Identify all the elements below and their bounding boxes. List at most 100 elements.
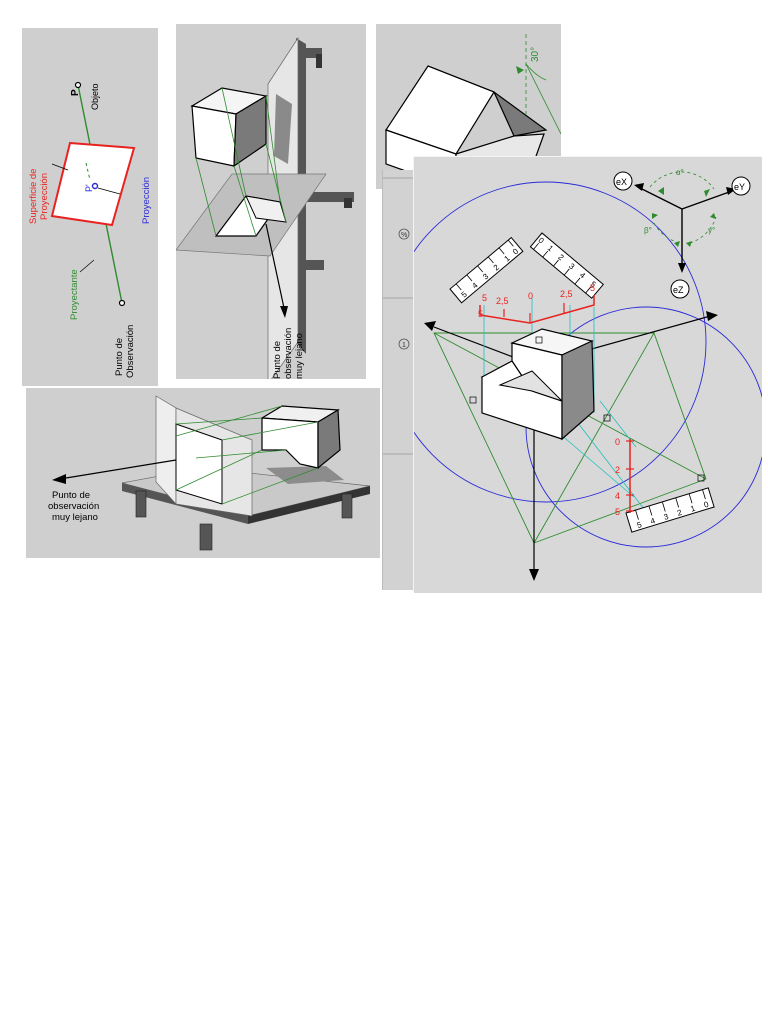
angle-label-beta: β° xyxy=(644,226,652,235)
axis-label-ex: eX xyxy=(616,177,627,187)
observation-label-line3: muy lejano xyxy=(294,333,305,379)
axis-label-ez: eZ xyxy=(673,285,684,295)
projected-shadow xyxy=(274,94,292,164)
observation-label-line1: Punto de xyxy=(52,490,90,501)
bracket-middle-post xyxy=(344,198,352,208)
projection-concept-panel: P Objeto Superficie de Proyección P' Pro… xyxy=(22,28,158,386)
mark-2: 1 xyxy=(402,342,406,349)
left-scale-1: 1 xyxy=(503,253,513,263)
bottom-scale-3: 3 xyxy=(663,512,670,522)
observation-label-line2: Observación xyxy=(125,325,136,378)
trace-line-2 xyxy=(653,332,707,480)
axis-gizmo: eX eY eZ α° β° γ° xyxy=(613,168,751,299)
angle-label-alpha: α° xyxy=(676,168,684,177)
projector-leader xyxy=(79,259,95,273)
bottom-scale-2: 2 xyxy=(676,508,683,518)
projector-lines xyxy=(195,87,287,237)
table-leg-1 xyxy=(135,490,147,518)
bottom-scale-5: 5 xyxy=(636,520,643,530)
axis-label-ey: eY xyxy=(734,182,745,192)
mark-circle-2 xyxy=(398,338,410,350)
left-scale-5: 5 xyxy=(460,289,470,299)
left-scale: 5 4 3 2 1 0 xyxy=(449,236,524,304)
axis-x-arrowhead xyxy=(424,321,436,331)
object-shadow xyxy=(266,466,344,484)
right-scale-5: 5 xyxy=(589,280,599,290)
projection-label: Proyección xyxy=(141,177,152,224)
vertical-red-5: 5 xyxy=(615,507,620,517)
observation-point xyxy=(118,299,126,307)
observation-arrow-shaft xyxy=(265,223,285,309)
red-label-right-5: 5 xyxy=(590,283,595,293)
surface-label-line1: Superficie de xyxy=(28,169,39,224)
object-label: Objeto xyxy=(90,83,100,110)
cube-front xyxy=(191,105,237,167)
observation-arrowhead xyxy=(280,306,288,318)
observation-label-line1: Punto de xyxy=(114,338,125,376)
bracket-middle xyxy=(306,192,354,202)
object-side xyxy=(317,408,341,470)
block-dark-top xyxy=(427,65,548,137)
point-p-label: P xyxy=(70,89,81,96)
angle-arrowhead xyxy=(516,66,524,74)
distant-observer-panel: Punto de observación muy lejano xyxy=(26,388,380,558)
object-front xyxy=(261,417,319,469)
red-label-left-5: 5 xyxy=(482,293,487,303)
observation-label-line2: observación xyxy=(48,501,99,512)
mark-circle-1 xyxy=(398,228,410,240)
bottom-scale-0: 0 xyxy=(703,500,710,510)
point-p-prime-label: P' xyxy=(84,184,94,192)
angle-arc xyxy=(525,63,547,81)
left-scale-3: 3 xyxy=(481,271,491,281)
right-scale-2: 2 xyxy=(556,253,566,263)
right-scale-3: 3 xyxy=(567,262,577,272)
angle-label: 30° xyxy=(530,47,541,62)
bracket-top-post xyxy=(316,54,322,68)
mark-1: % xyxy=(401,232,407,239)
object-side xyxy=(561,340,595,441)
projector-lines xyxy=(175,405,319,505)
observation-label-line1: Punto de xyxy=(272,341,283,379)
red-label-left-5b: 5 xyxy=(478,309,483,319)
right-scale-1: 1 xyxy=(546,244,556,254)
parallel-projection-panel: Punto de observación muy lejano xyxy=(176,24,366,379)
angle-line xyxy=(525,63,561,135)
surface-leader xyxy=(51,163,69,171)
red-label-right-25: 2,5 xyxy=(560,289,573,299)
surface-label-line2: Proyección xyxy=(39,173,50,220)
partial-side-panel: % 1 xyxy=(382,170,419,590)
table-leg-2 xyxy=(199,523,213,551)
bottom-scale-4: 4 xyxy=(649,516,656,526)
bracket-bottom xyxy=(302,260,324,270)
projector-label: Proyectante xyxy=(69,269,80,320)
left-scale-4: 4 xyxy=(470,280,480,290)
vertical-red-2: 2 xyxy=(615,465,620,475)
vertical-red-0: 0 xyxy=(615,437,620,447)
circle-left xyxy=(414,181,707,503)
red-label-left-25: 2,5 xyxy=(496,296,509,306)
projection-leader xyxy=(97,187,121,195)
axonometric-construction-panel: 5 4 3 2 1 0 0 1 2 3 4 5 xyxy=(414,157,762,593)
observation-arrowhead xyxy=(52,474,66,484)
angle-label-gamma: γ° xyxy=(708,226,715,235)
left-scale-0: 0 xyxy=(511,246,521,256)
bottom-scale-1: 1 xyxy=(689,504,696,514)
right-scale: 0 1 2 3 4 5 xyxy=(529,232,604,299)
observation-label-line2: observación xyxy=(283,328,294,379)
hidden-projector-segment xyxy=(85,162,91,181)
projection-point xyxy=(91,182,99,190)
object-point xyxy=(74,81,82,89)
table-edge-side xyxy=(248,486,370,524)
left-scale-2: 2 xyxy=(492,262,502,272)
trace-line-1 xyxy=(533,478,707,544)
axis-z-arrowhead xyxy=(529,569,539,581)
right-scale-0: 0 xyxy=(536,236,546,246)
bracket-top xyxy=(302,48,322,58)
axis-y-arrowhead xyxy=(706,311,718,321)
table-leg-3 xyxy=(341,493,353,519)
observation-label-line3: muy lejano xyxy=(52,512,98,523)
bottom-scale: 5 4 3 2 1 0 xyxy=(625,487,715,533)
red-label-center-0: 0 xyxy=(528,291,533,301)
observation-arrow-shaft xyxy=(65,459,177,479)
right-scale-4: 4 xyxy=(578,271,588,281)
